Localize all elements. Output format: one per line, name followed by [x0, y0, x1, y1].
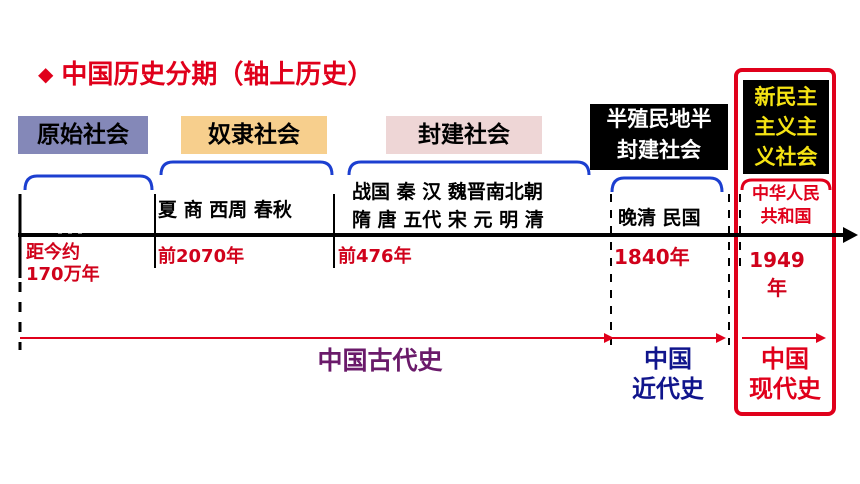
modern-dynasties: 晚清 民国 — [618, 207, 701, 229]
slave-society-box: 奴隶社会 — [181, 116, 327, 154]
prc-brace — [740, 178, 832, 191]
prc-label: 中华人民 共和国 — [744, 183, 828, 229]
date-1949: 1949 年 — [744, 246, 810, 302]
slave-brace — [159, 160, 334, 176]
primitive-society-box: 原始社会 — [18, 116, 148, 154]
page-title: ◆ 中国历史分期（轴上历史） — [38, 54, 373, 91]
new-democratic-society-box: 新民主 主义主 义社会 — [743, 80, 829, 174]
ancient-history-label: 中国古代史 — [317, 346, 443, 375]
feudal-dynasties-line2: 隋 唐 五代 宋 元 明 清 — [352, 209, 544, 231]
date-1949-line1: 1949 — [749, 248, 805, 272]
contemporary-history-label: 中国 现代史 — [738, 344, 832, 404]
date-476: 前476年 — [338, 246, 412, 267]
semi-colonial-line2: 封建社会 — [617, 138, 701, 162]
new-democratic-line2: 主义主 — [754, 115, 818, 139]
contemporary-history-line2: 现代史 — [749, 375, 821, 403]
modern-brace — [610, 176, 724, 193]
semi-colonial-society-box: 半殖民地半 封建社会 — [590, 104, 728, 170]
contemporary-arrow-head-icon — [816, 333, 826, 343]
modern-history-label: 中国 近代史 — [612, 344, 724, 404]
modern-history-line2: 近代史 — [632, 375, 704, 403]
axis-arrow-icon — [843, 227, 858, 243]
ancient-arrow-head-icon — [604, 333, 614, 343]
date-start-line2: 170万年 — [26, 264, 100, 285]
page-title-text: 中国历史分期（轴上历史） — [61, 60, 374, 90]
date-1949-line2: 年 — [767, 276, 787, 300]
new-democratic-line3: 义社会 — [754, 145, 818, 169]
semi-colonial-line1: 半殖民地半 — [606, 107, 712, 131]
date-start: 距今约 170万年 — [26, 242, 100, 286]
contemporary-history-line1: 中国 — [761, 345, 809, 373]
feudal-dynasties-line1: 战国 秦 汉 魏晋南北朝 — [352, 181, 543, 203]
modern-arrow-head-icon — [716, 333, 726, 343]
prc-line2: 共和国 — [760, 207, 812, 227]
modern-history-line1: 中国 — [644, 345, 692, 373]
slave-dynasties: 夏 商 西周 春秋 — [158, 199, 292, 221]
primitive-brace — [23, 174, 154, 191]
date-2070: 前2070年 — [158, 246, 245, 267]
new-democratic-line1: 新民主 — [754, 85, 818, 109]
date-start-line1: 距今约 — [26, 242, 80, 263]
diamond-icon: ◆ — [38, 62, 54, 86]
feudal-society-box: 封建社会 — [386, 116, 542, 154]
date-1840: 1840年 — [614, 245, 690, 269]
feudal-brace — [347, 160, 591, 176]
prc-line1: 中华人民 — [752, 184, 820, 204]
